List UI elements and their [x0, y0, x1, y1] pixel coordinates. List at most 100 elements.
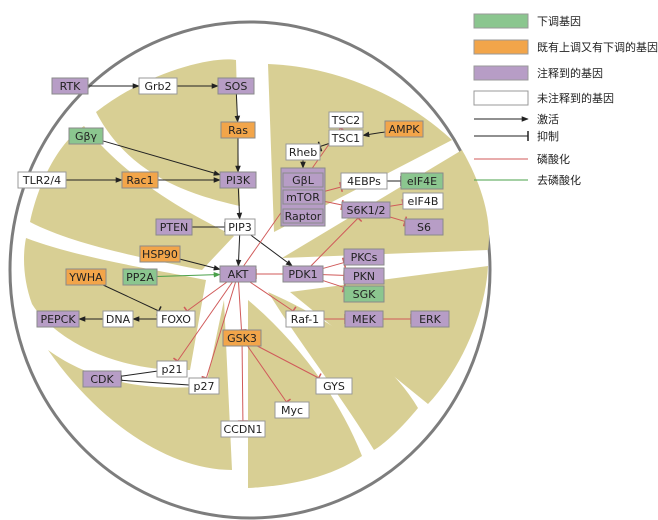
node-gby: Gβγ — [68, 127, 104, 145]
node-sgk: SGK — [343, 285, 385, 303]
node-eif4e: eIF4E — [400, 172, 444, 190]
node-gbl: GβL — [282, 172, 324, 188]
node-label-raf1: Raf-1 — [291, 313, 319, 326]
node-box-pdk1 — [282, 265, 324, 283]
node-box-s6k12 — [341, 201, 391, 219]
edge-pdk1-s6k12-line — [310, 217, 359, 267]
legend-label-activate: 激活 — [537, 112, 559, 126]
node-mtor: mTOR — [282, 189, 324, 205]
node-label-s6k12: S6K1/2 — [347, 204, 386, 217]
node-label-pkcs: PKCs — [351, 251, 378, 264]
edge-pi3k-pip3-line — [236, 187, 243, 220]
node-box-gsk3 — [222, 329, 262, 347]
edge-hsp90-akt-line — [179, 258, 221, 271]
edge-ampk-tsc1-line — [362, 131, 386, 138]
node-label-erk: ERK — [419, 313, 442, 326]
legend-label-down: 下调基因 — [537, 15, 581, 28]
edge-pdk1-pkcs-line — [322, 262, 345, 269]
edge-gsk3-myc-line — [247, 345, 287, 403]
legend-label-phos: 磷酸化 — [537, 152, 570, 166]
node-label-tsc1: TSC1 — [331, 132, 360, 145]
legend-swatch-annotated — [473, 65, 529, 81]
legend-label-inhibit: 抑制 — [537, 129, 559, 143]
node-gsk3: GSK3 — [222, 329, 262, 347]
edge-pdk1-sgk-line — [322, 280, 345, 288]
edge-gsk3-ccdn1-line — [241, 345, 244, 422]
node-p27: p27 — [188, 377, 220, 395]
node-label-mek: MEK — [352, 313, 376, 326]
node-erk: ERK — [410, 310, 450, 328]
edge-tsc1-rheb-line — [319, 143, 330, 147]
node-pepck: PEPCK — [36, 310, 80, 328]
node-box-pepck — [36, 310, 80, 328]
node-cdk: CDK — [82, 370, 122, 388]
node-box-pp2a — [122, 268, 158, 286]
node-box-akt — [219, 265, 257, 283]
node-box-rac1 — [121, 171, 159, 189]
node-box-mek — [344, 310, 384, 328]
node-s6: S6 — [404, 218, 444, 236]
node-box-gys — [315, 377, 353, 395]
node-label-pp2a: PP2A — [126, 271, 154, 284]
node-box-foxo — [156, 310, 196, 328]
node-label-pdk1: PDK1 — [288, 268, 317, 281]
node-box-hsp90 — [139, 245, 181, 263]
edge-akt-foxo-line — [186, 281, 228, 312]
edge-p27-cdk-line — [120, 379, 190, 386]
node-label-ras: Ras — [228, 124, 248, 137]
node-box-pten — [155, 218, 193, 236]
legend-swatch-unannotated — [473, 90, 529, 106]
node-box-p27 — [188, 377, 220, 395]
edge-mtorc-4ebps-line — [324, 186, 342, 192]
node-pip3: PIP3 — [224, 218, 256, 236]
legend-label-dephos: 去磷酸化 — [537, 173, 581, 187]
edge-sos-ras-line — [234, 93, 241, 123]
node-label-pkn: PKN — [353, 270, 375, 283]
edge-akt-p27-line — [205, 281, 237, 379]
node-grb2: Grb2 — [138, 77, 178, 95]
node-label-ywha: YWHA — [68, 271, 103, 284]
node-box-4ebps — [340, 172, 388, 190]
node-box-eif4b — [402, 192, 444, 210]
node-label-gbl: GβL — [292, 174, 315, 187]
node-label-dna: DNA — [106, 313, 131, 326]
edge-hsp90-akt — [179, 258, 221, 271]
node-ras: Ras — [220, 121, 256, 139]
node-4ebps: 4EBPs — [340, 172, 388, 190]
node-label-pi3k: PI3K — [226, 174, 251, 187]
node-sos: SOS — [217, 77, 255, 95]
legend-swatch-up-and-down — [473, 39, 529, 55]
edge-pip3-pdk1 — [250, 234, 293, 267]
node-pi3k: PI3K — [219, 171, 257, 189]
node-tsc2: TSC2 — [328, 111, 364, 129]
node-dna: DNA — [102, 310, 134, 328]
node-gys: GYS — [315, 377, 353, 395]
node-label-akt: AKT — [228, 268, 249, 281]
node-label-p27: p27 — [194, 380, 215, 393]
node-myc: Myc — [274, 401, 310, 419]
node-ccdn1: CCDN1 — [220, 420, 266, 438]
node-label-tlr24: TLR2/4 — [22, 174, 61, 187]
edge-pip3-akt-line — [235, 234, 242, 267]
node-pkcs: PKCs — [343, 248, 385, 266]
node-box-tlr24 — [17, 171, 67, 189]
node-box-raf1 — [285, 310, 325, 328]
edge-pip3-pdk1-line — [250, 234, 293, 267]
node-label-4ebps: 4EBPs — [347, 175, 381, 188]
node-tlr24: TLR2/4 — [17, 171, 67, 189]
node-rtk: RTK — [51, 77, 89, 95]
lemon-segment-bottom-left — [48, 300, 232, 470]
legend-item-dephos: 去磷酸化 — [474, 173, 581, 187]
node-box-dna — [102, 310, 134, 328]
node-box-cdk — [82, 370, 122, 388]
edge-gby-pi3k — [102, 140, 221, 176]
node-box-mtor — [282, 189, 324, 205]
node-label-grb2: Grb2 — [144, 80, 171, 93]
node-box-ywha — [65, 268, 107, 286]
edge-sos-ras — [234, 93, 241, 123]
lemon-segment-right-lower — [290, 266, 488, 404]
node-eif4b: eIF4B — [402, 192, 444, 210]
node-box-erk — [410, 310, 450, 328]
